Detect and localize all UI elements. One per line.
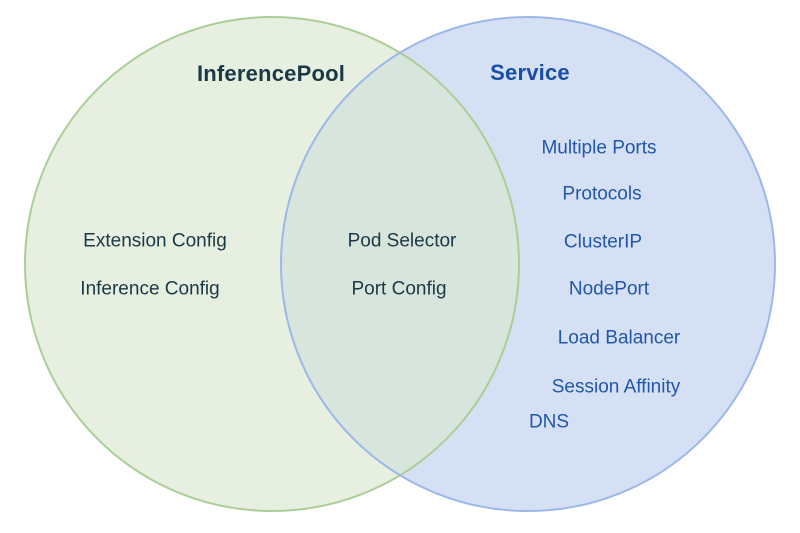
item-multiple-ports: Multiple Ports — [541, 137, 657, 159]
item-extension-config: Extension Config — [83, 230, 227, 252]
item-port-config: Port Config — [351, 278, 447, 300]
service-title: Service — [490, 60, 570, 85]
item-pod-selector: Pod Selector — [347, 230, 457, 252]
inferencepool-title: InferencePool — [196, 61, 346, 86]
item-nodeport: NodePort — [568, 278, 650, 300]
service-circle-outline — [280, 16, 776, 512]
inferencepool-circle-outline — [24, 16, 520, 512]
item-inference-config: Inference Config — [80, 278, 220, 300]
item-session-affinity: Session Affinity — [551, 376, 681, 398]
item-load-balancer: Load Balancer — [557, 327, 681, 349]
item-dns: DNS — [528, 411, 570, 433]
overlap-lens — [281, 53, 519, 475]
item-protocols: Protocols — [562, 183, 642, 205]
item-clusterip: ClusterIP — [563, 231, 643, 253]
